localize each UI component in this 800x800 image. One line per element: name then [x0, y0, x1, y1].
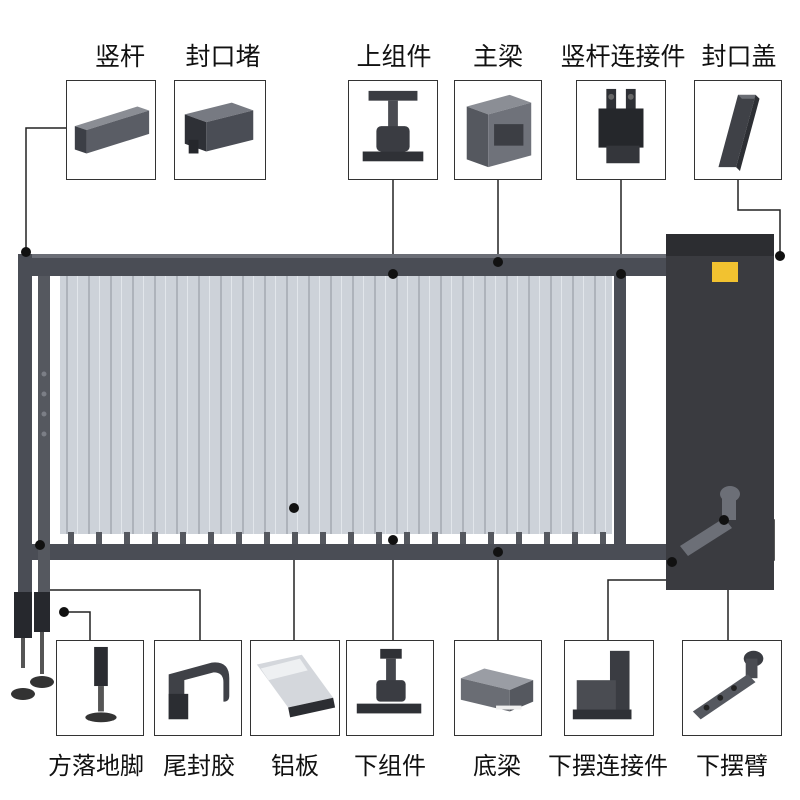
panel-clips	[68, 532, 606, 544]
thumb-tail-seal-rubber	[154, 640, 242, 736]
bottom-beam-icon	[460, 668, 534, 712]
leader-lower-swing-connector	[607, 562, 673, 640]
leader-square-floor-foot	[64, 611, 91, 640]
label-aluminum-plate: 铝板	[271, 752, 319, 780]
thumb-aluminum-plate	[250, 640, 340, 736]
lower-assembly-icon	[356, 648, 422, 714]
callout-dots	[21, 247, 785, 617]
main-beam-bar	[20, 254, 682, 276]
aluminum-plate-icon	[256, 654, 336, 718]
vertical-rod-icon	[74, 106, 150, 154]
tail-seal-rubber-icon	[168, 662, 230, 720]
label-vertical-rod-connector: 竖杆连接件	[560, 42, 686, 71]
leader-vertical-rod	[25, 127, 66, 252]
thumb-main-beam	[454, 80, 542, 180]
swing-arm-mechanism	[680, 486, 740, 556]
label-lower-swing-connector: 下摆连接件	[548, 752, 668, 780]
label-tail-seal-rubber: 尾封胶	[163, 752, 235, 780]
thumb-lower-swing-connector	[564, 640, 654, 736]
label-vertical-rod: 竖杆	[94, 42, 145, 71]
thumb-lower-assembly	[346, 640, 434, 736]
label-upper-assembly: 上组件	[356, 42, 432, 71]
thumb-end-plug	[174, 80, 266, 180]
end-plug-icon	[184, 102, 254, 154]
connector-rod	[614, 276, 626, 544]
bottom-beam-bar	[20, 544, 682, 560]
thumb-vertical-rod-connector	[576, 80, 666, 180]
label-end-cap: 封口盖	[701, 42, 777, 71]
aluminum-panel	[60, 276, 612, 534]
left-vertical-rod-outer	[18, 254, 32, 594]
vertical-rod-connector-icon	[598, 88, 644, 164]
upper-assembly-icon	[362, 90, 424, 162]
floor-foot-icon	[85, 646, 117, 723]
label-lower-assembly: 下组件	[354, 752, 426, 780]
label-square-floor-foot: 方落地脚	[48, 752, 144, 780]
thumb-vertical-rod	[66, 80, 156, 180]
gate-cabinet	[666, 234, 774, 590]
lower-swing-connector-icon	[572, 650, 632, 720]
label-bottom-beam: 底梁	[473, 752, 521, 780]
leader-end-cap	[737, 180, 781, 256]
thumb-lower-swing-arm	[682, 640, 782, 736]
label-lower-swing-arm: 下摆臂	[696, 752, 768, 780]
end-cap-icon	[718, 94, 760, 172]
floor-feet	[11, 592, 54, 700]
label-main-beam: 主梁	[472, 42, 523, 71]
label-end-plug: 封口堵	[185, 42, 261, 71]
thumb-end-cap	[694, 80, 782, 180]
warning-sticker	[712, 262, 738, 282]
thumb-upper-assembly	[348, 80, 438, 180]
thumb-bottom-beam	[454, 640, 542, 736]
main-beam-icon	[466, 94, 532, 168]
thumb-square-floor-foot	[56, 640, 144, 736]
lower-swing-arm-icon	[692, 650, 764, 720]
